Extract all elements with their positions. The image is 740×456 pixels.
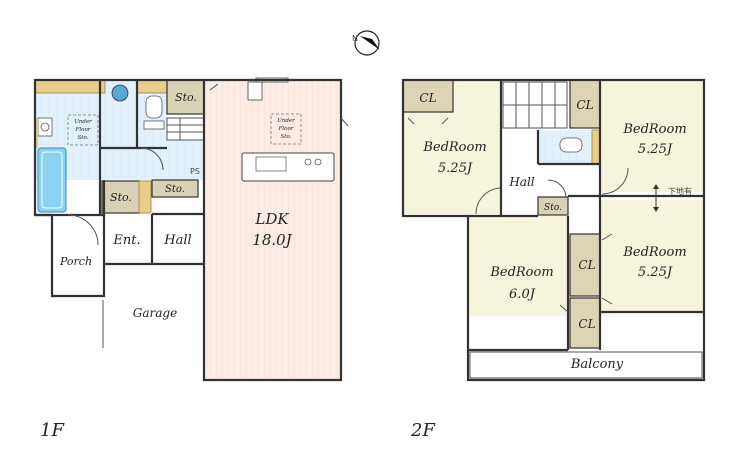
balcony-label: Balcony <box>570 357 624 372</box>
sink-icon <box>37 117 53 137</box>
bedroom-tr-label: BedRoom <box>622 122 686 137</box>
ground-note-label: 下地有 <box>668 186 692 196</box>
shelf <box>34 79 106 94</box>
floor-2f-label: 2F <box>410 420 436 441</box>
ground-note: 下地有 <box>653 184 692 212</box>
closet-mid-right-label: CL <box>578 258 595 272</box>
closet-bottom-right-label: CL <box>578 317 595 331</box>
storage-top <box>166 79 205 115</box>
toilet-2f-icon <box>559 137 583 153</box>
kitchen-sink-icon <box>255 156 287 172</box>
closet-mid-right <box>569 233 601 297</box>
balcony-rail <box>469 351 703 379</box>
garage-label: Garage <box>133 306 177 320</box>
bedroom-tr-size: 5.25J <box>638 142 673 157</box>
closet-bottom-right <box>569 297 601 349</box>
closet-top-right <box>569 79 601 129</box>
storage-2f <box>537 196 569 216</box>
compass-north-label: N <box>352 34 358 43</box>
svg-text:Under: Under <box>277 118 295 124</box>
storage-left-label: Sto. <box>110 191 132 204</box>
floor-1f-label: 1F <box>40 420 65 441</box>
storage-left <box>101 180 141 214</box>
storage-mid-label: Sto. <box>165 184 185 195</box>
bedroom-bl-size: 6.0J <box>509 287 536 302</box>
svg-text:Floor: Floor <box>278 126 294 132</box>
closet-top-right-label: CL <box>576 98 593 112</box>
bedroom-bl-label: BedRoom <box>489 265 553 280</box>
stove-icon <box>304 158 312 166</box>
svg-text:Sto.: Sto. <box>78 135 89 141</box>
svg-text:Sto.: Sto. <box>281 134 292 140</box>
floor-2f: CL CL CL CL Sto. <box>401 78 706 441</box>
closet-top-left-label: CL <box>419 91 436 105</box>
washer-icon <box>111 84 129 102</box>
stairs-2f <box>502 81 568 129</box>
ldk-size: 18.0J <box>252 231 292 249</box>
ps-label: PS <box>190 167 200 176</box>
floor-1f: Under Floor Sto. Sto. Sto. Sto. PS Under… <box>33 77 349 441</box>
bedroom-top-right <box>600 80 704 192</box>
porch-label: Porch <box>59 255 92 268</box>
svg-text:Under: Under <box>74 119 92 125</box>
storage-2f-label: Sto. <box>544 203 562 213</box>
kitchen-counter <box>241 152 335 182</box>
bedroom-br-label: BedRoom <box>622 245 686 260</box>
fridge-icon <box>247 81 263 101</box>
storage-mid <box>151 179 199 198</box>
bedroom-tl-label: BedRoom <box>422 140 486 155</box>
compass: N <box>352 30 380 56</box>
underfloor-storage-ldk <box>270 113 302 145</box>
storage-top-label: Sto. <box>175 91 197 104</box>
bedroom-br-size: 5.25J <box>638 265 673 280</box>
entrance-label: Ent. <box>112 233 140 248</box>
ldk-label: LDK <box>254 210 289 228</box>
hall-2f-label: Hall <box>508 175 534 189</box>
stairs-1f <box>166 117 205 141</box>
ldk-room <box>204 80 341 380</box>
hall-1f-label: Hall <box>163 233 191 248</box>
wet-area-2 <box>167 140 204 180</box>
bathtub-icon <box>37 147 67 213</box>
outer-wall-2f <box>401 78 706 382</box>
svg-text:Floor: Floor <box>75 127 91 133</box>
bedroom-bottom-right <box>600 200 704 312</box>
toilet-icon <box>145 95 163 119</box>
closet-top-left <box>402 79 454 113</box>
bedroom-tl-size: 5.25J <box>438 161 473 176</box>
underfloor-storage-wash <box>67 114 99 146</box>
